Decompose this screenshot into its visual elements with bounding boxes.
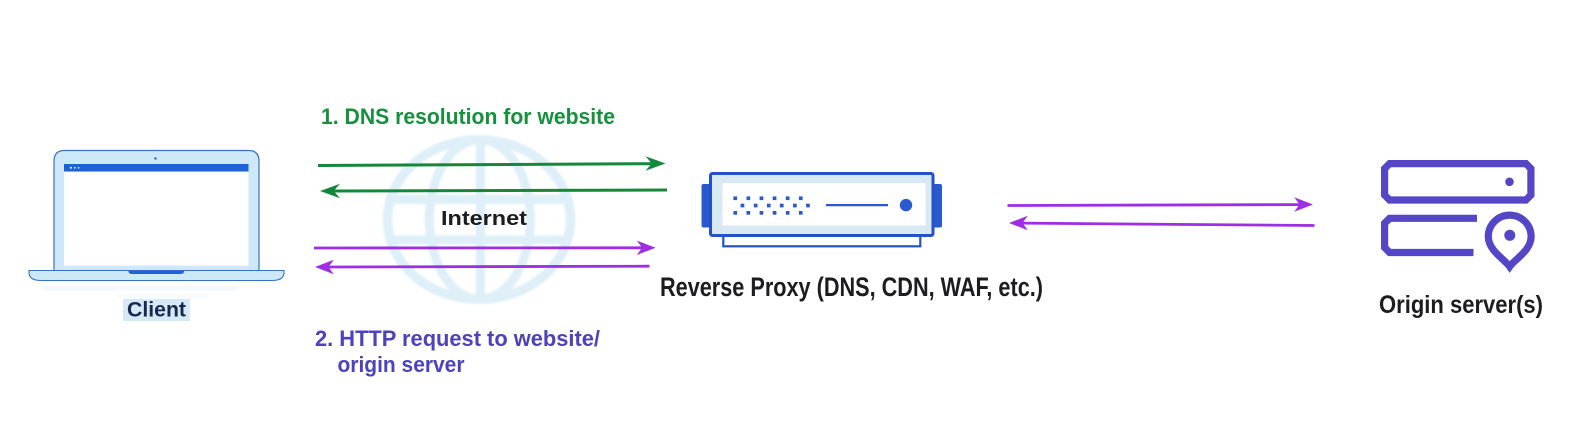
svg-text:Client: Client <box>127 299 186 322</box>
svg-text:Origin server(s): Origin server(s) <box>1379 291 1543 319</box>
svg-text:1. DNS resolution for website: 1. DNS resolution for website <box>321 104 615 129</box>
svg-text:2. HTTP request to website/: 2. HTTP request to website/ <box>315 326 600 351</box>
svg-text:Reverse Proxy (DNS, CDN, WAF,: Reverse Proxy (DNS, CDN, WAF, etc.) <box>660 272 1043 302</box>
svg-text:Internet: Internet <box>441 207 527 230</box>
svg-text:origin server: origin server <box>338 352 465 377</box>
